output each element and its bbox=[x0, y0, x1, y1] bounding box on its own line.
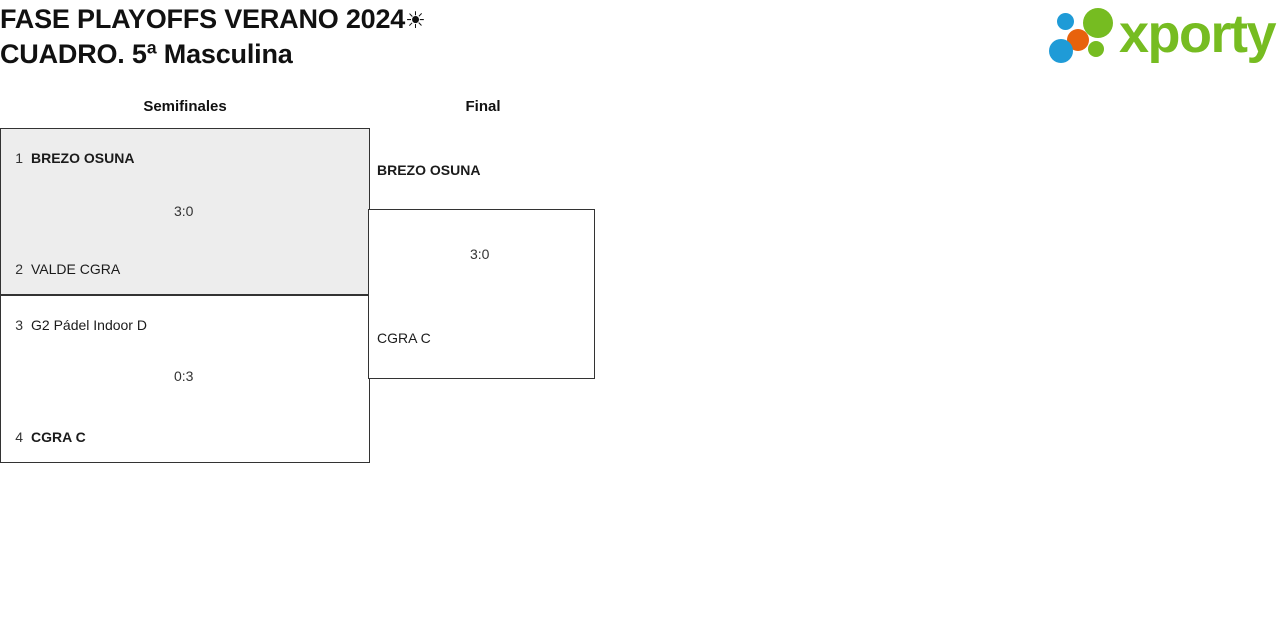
logo-dot-green-large-icon bbox=[1083, 8, 1113, 38]
seed-number: 3 bbox=[15, 317, 23, 333]
match-semifinal-2[interactable]: 3 G2 Pádel Indoor D 4 CGRA C bbox=[0, 295, 370, 463]
match-slot-bottom[interactable]: 4 CGRA C bbox=[1, 426, 369, 448]
seed-number: 1 bbox=[15, 150, 23, 166]
xporty-logo: xporty bbox=[1049, 4, 1277, 66]
page-header: FASE PLAYOFFS VERANO 2024☀ CUADRO. 5ª Ma… bbox=[0, 0, 1280, 90]
seed-number: 4 bbox=[15, 429, 23, 445]
logo-dot-blue-small-icon bbox=[1057, 13, 1074, 30]
tournament-title-line-1: FASE PLAYOFFS VERANO 2024☀ bbox=[0, 2, 900, 37]
sun-icon: ☀ bbox=[405, 7, 426, 33]
logo-wordmark: xporty bbox=[1119, 4, 1277, 64]
round-header-final: Final bbox=[465, 98, 501, 115]
logo-dot-blue-large-icon bbox=[1049, 39, 1073, 63]
match-score-semifinal-2: 0:3 bbox=[174, 368, 194, 384]
tournament-title-block: FASE PLAYOFFS VERANO 2024☀ CUADRO. 5ª Ma… bbox=[0, 2, 900, 71]
match-final[interactable] bbox=[368, 209, 595, 379]
logo-dot-green-small-icon bbox=[1088, 41, 1104, 57]
seed-number: 2 bbox=[15, 261, 23, 277]
match-slot-top[interactable]: 1 BREZO OSUNA bbox=[1, 147, 369, 169]
match-score-semifinal-1: 3:0 bbox=[174, 203, 194, 219]
match-score-final: 3:0 bbox=[470, 246, 490, 262]
player-name: CGRA C bbox=[31, 429, 86, 445]
logo-dots-cluster bbox=[1049, 8, 1123, 63]
round-header-semifinales: Semifinales bbox=[143, 98, 227, 115]
final-player-name-top: BREZO OSUNA bbox=[377, 162, 481, 178]
player-name: BREZO OSUNA bbox=[31, 150, 135, 166]
final-player-name-bottom: CGRA C bbox=[377, 330, 431, 346]
match-slot-top[interactable]: 3 G2 Pádel Indoor D bbox=[1, 314, 369, 336]
tournament-title-line-2: CUADRO. 5ª Masculina bbox=[0, 39, 293, 69]
player-name: G2 Pádel Indoor D bbox=[31, 317, 147, 333]
player-name: VALDE CGRA bbox=[31, 261, 121, 277]
match-slot-bottom[interactable]: 2 VALDE CGRA bbox=[1, 258, 369, 280]
tournament-title-text: FASE PLAYOFFS VERANO 2024 bbox=[0, 4, 406, 34]
logo-dot-orange-icon bbox=[1067, 29, 1089, 51]
match-semifinal-1[interactable]: 1 BREZO OSUNA 2 VALDE CGRA bbox=[0, 128, 370, 295]
